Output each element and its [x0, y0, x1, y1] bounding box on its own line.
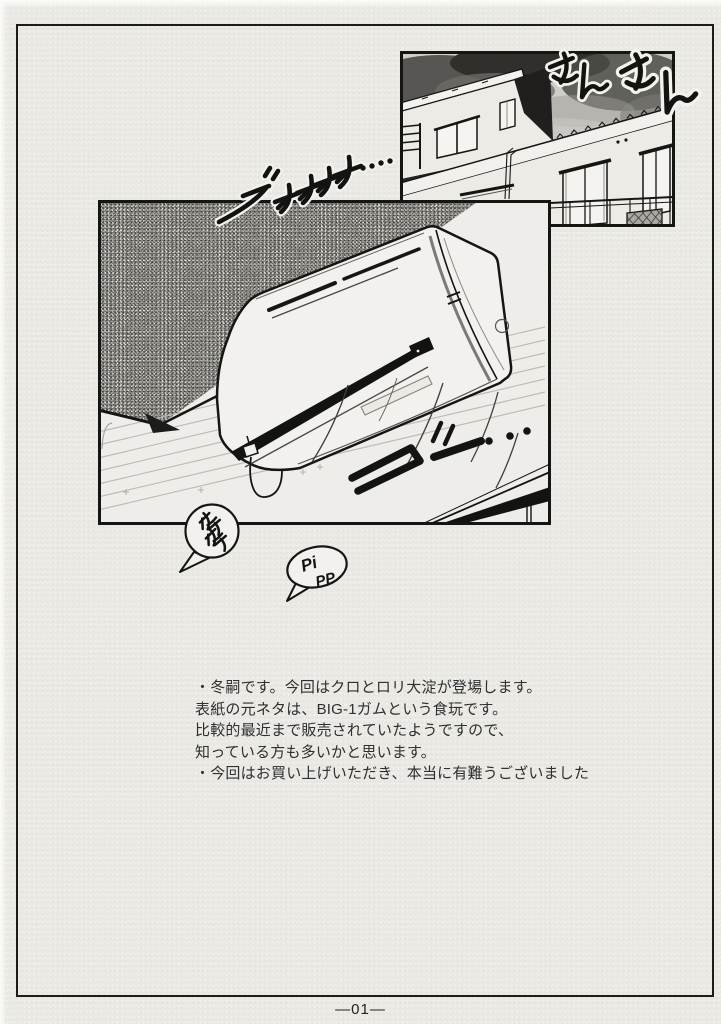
air-outlet-slot	[231, 344, 428, 461]
panel-air-conditioner	[98, 200, 551, 525]
power-cord	[249, 456, 283, 498]
afterword-line: 比較的最近まで販売されていたようですので、	[195, 722, 514, 739]
scan-edge-left	[0, 0, 7, 1024]
afterword-line: 知っている方も多いかと思います。	[195, 743, 436, 761]
door-frame-line	[101, 422, 113, 450]
power-plug	[242, 442, 259, 458]
scan-edge-top	[0, 0, 721, 8]
afterword-line: 表紙の元ネタは、BIG-1ガムという食玩です。	[195, 700, 508, 718]
afterword-block: ・冬嗣です。今回はクロとロリ大淀が登場します。 表紙の元ネタは、BIG-1ガムと…	[195, 677, 589, 785]
sparkles	[123, 464, 323, 495]
sfx-air-blow	[348, 420, 531, 495]
page-border-frame	[16, 24, 714, 997]
counter-edge-band	[440, 487, 550, 524]
afterword-line: ・冬嗣です。今回はクロとロリ大淀が登場します。	[195, 679, 542, 696]
louver-flap	[360, 375, 433, 416]
aircon-artwork	[98, 200, 551, 525]
left-balcony-rails	[400, 123, 421, 169]
control-panel	[409, 337, 434, 358]
airflow-lines	[311, 377, 519, 489]
page-number: —01—	[335, 1001, 386, 1018]
ac-unit-body	[215, 225, 513, 472]
afterword-line: ・今回はお買い上げいただき、本当に有難うございました	[195, 765, 590, 782]
panel-border	[98, 200, 551, 525]
